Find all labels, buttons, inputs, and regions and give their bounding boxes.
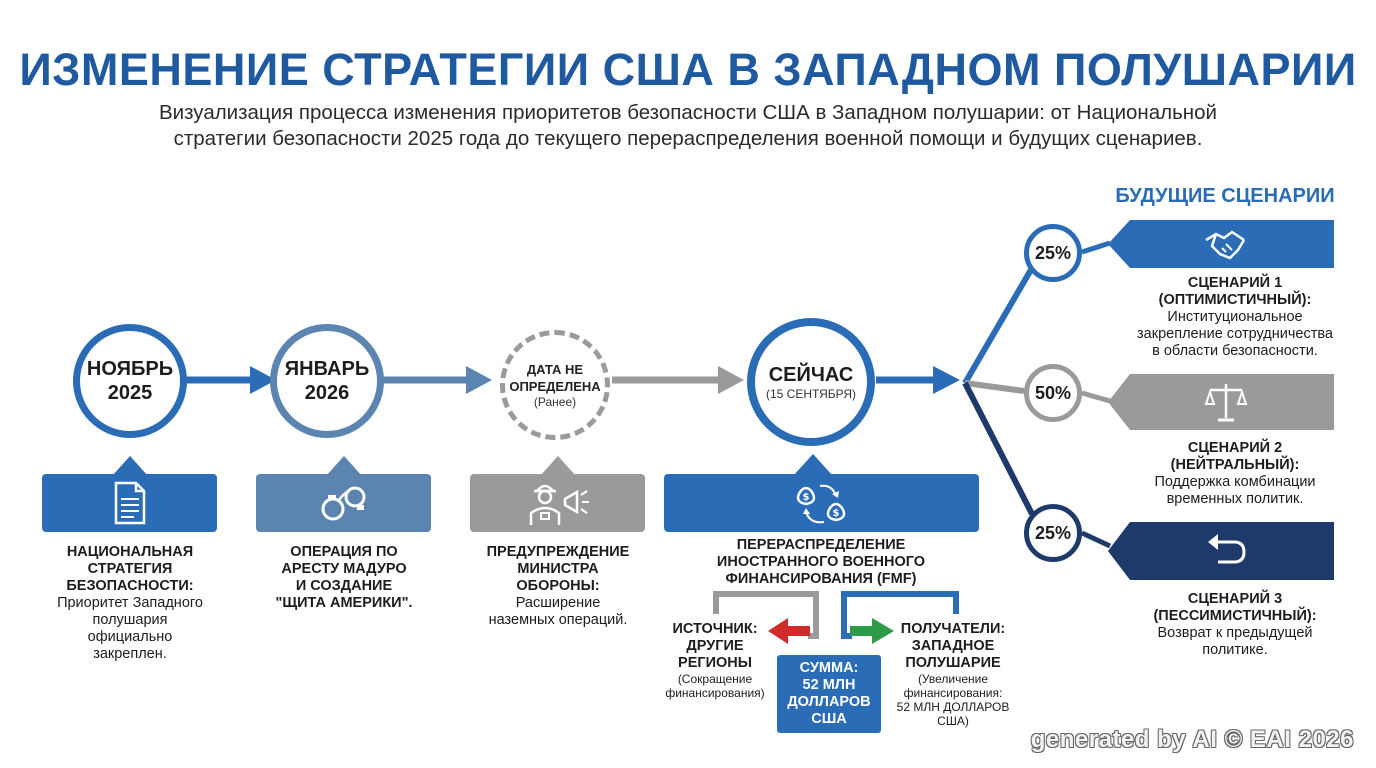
- page-subtitle: Визуализация процесса изменения приорите…: [159, 101, 1217, 150]
- warning-description: ПРЕДУПРЕЖДЕНИЕ МИНИСТРА ОБОРОНЫ: Расшире…: [486, 544, 630, 628]
- operation-description: ОПЕРАЦИЯ ПО АРЕСТУ МАДУРО И СОЗДАНИЕ "ЩИ…: [275, 544, 413, 611]
- strategy-description: НАЦИОНАЛЬНАЯ СТРАТЕГИЯ БЕЗОПАСНОСТИ: При…: [57, 544, 203, 662]
- handcuffs-icon: [321, 486, 365, 521]
- scenario-3-description: СЦЕНАРИЙ 3 (ПЕССИМИСТИЧНЫЙ): Возврат к п…: [1153, 591, 1317, 658]
- soldier-megaphone-icon: [529, 484, 589, 525]
- operation-icon-box: [256, 474, 431, 532]
- handshake-icon: [1205, 230, 1246, 260]
- scenario-2-description: СЦЕНАРИЙ 2 (НЕЙТРАЛЬНЫЙ): Поддержка комб…: [1154, 440, 1316, 507]
- scenario-1-description: СЦЕНАРИЙ 1 (ОПТИМИСТИЧНЫЙ): Институциона…: [1137, 275, 1333, 359]
- branch-2: [964, 380, 1025, 394]
- scenario-1-banner: [1108, 220, 1334, 268]
- svg-text:$: $: [832, 508, 839, 519]
- milestone-now: СЕЙЧАС (15 СЕНТЯБРЯ): [747, 318, 875, 446]
- warning-pointer: [540, 456, 576, 476]
- operation-pointer: [326, 456, 362, 476]
- fmf-description: ПЕРЕРАСПРЕДЕЛЕНИЕ ИНОСТРАННОГО ВОЕННОГО …: [716, 537, 926, 587]
- warning-icon-box: [470, 474, 645, 532]
- milestone-date-undetermined: ДАТА НЕ ОПРЕДЕЛЕНА (Ранее): [500, 330, 610, 440]
- document-icon: [114, 481, 145, 525]
- source-bracket: [713, 591, 819, 639]
- future-scenarios-heading: БУДУЩИЕ СЦЕНАРИИ: [1115, 185, 1335, 207]
- scenario-3-banner: [1108, 522, 1334, 580]
- recipients-arrow-shaft: [850, 626, 874, 636]
- scenario-link-2: [1081, 390, 1111, 404]
- recipients-arrowhead: [872, 618, 894, 644]
- arrowhead-4: [933, 366, 960, 394]
- scenario-link-3: [1080, 530, 1112, 549]
- scenario-2-banner: [1108, 374, 1334, 430]
- fmf-source: ИСТОЧНИК: ДРУГИЕ РЕГИОНЫ (Сокращение фин…: [665, 621, 765, 700]
- scenario-3-percent: 25%: [1024, 504, 1082, 562]
- scenario-1-percent: 25%: [1024, 224, 1082, 282]
- recipients-bracket: [841, 591, 959, 639]
- branch-3: [962, 381, 1035, 516]
- strategy-pointer: [112, 456, 148, 476]
- milestone-january-2026: ЯНВАРЬ 2026: [270, 324, 384, 438]
- fmf-sum-box: СУММА: 52 МЛН ДОЛЛАРОВ США: [777, 655, 881, 733]
- fmf-icon-box: $ $: [664, 474, 979, 532]
- source-arrow-shaft: [786, 626, 810, 636]
- scenario-2-percent: 50%: [1024, 364, 1082, 422]
- milestone-november-2025: НОЯБРЬ 2025: [73, 324, 187, 438]
- branch-1: [962, 266, 1035, 385]
- fmf-recipients: ПОЛУЧАТЕЛИ: ЗАПАДНОЕ ПОЛУШАРИЕ (Увеличен…: [896, 621, 1010, 728]
- money-transfer-icon: $ $: [796, 484, 845, 524]
- source-arrowhead: [768, 618, 788, 644]
- arrowhead-1: [250, 366, 276, 394]
- strategy-icon-box: [42, 474, 217, 532]
- scales-icon: [1204, 384, 1248, 422]
- return-arrow-icon: [1208, 534, 1246, 564]
- svg-text:$: $: [802, 492, 809, 503]
- arrowhead-2: [466, 366, 492, 394]
- arrowhead-3: [718, 366, 744, 394]
- fmf-pointer: [793, 454, 833, 476]
- scenario-link-1: [1081, 240, 1111, 255]
- page-title: ИЗМЕНЕНИЕ СТРАТЕГИИ США В ЗАПАДНОМ ПОЛУШ…: [19, 44, 1357, 95]
- watermark: generated by AI © EAI 2026: [1030, 726, 1354, 753]
